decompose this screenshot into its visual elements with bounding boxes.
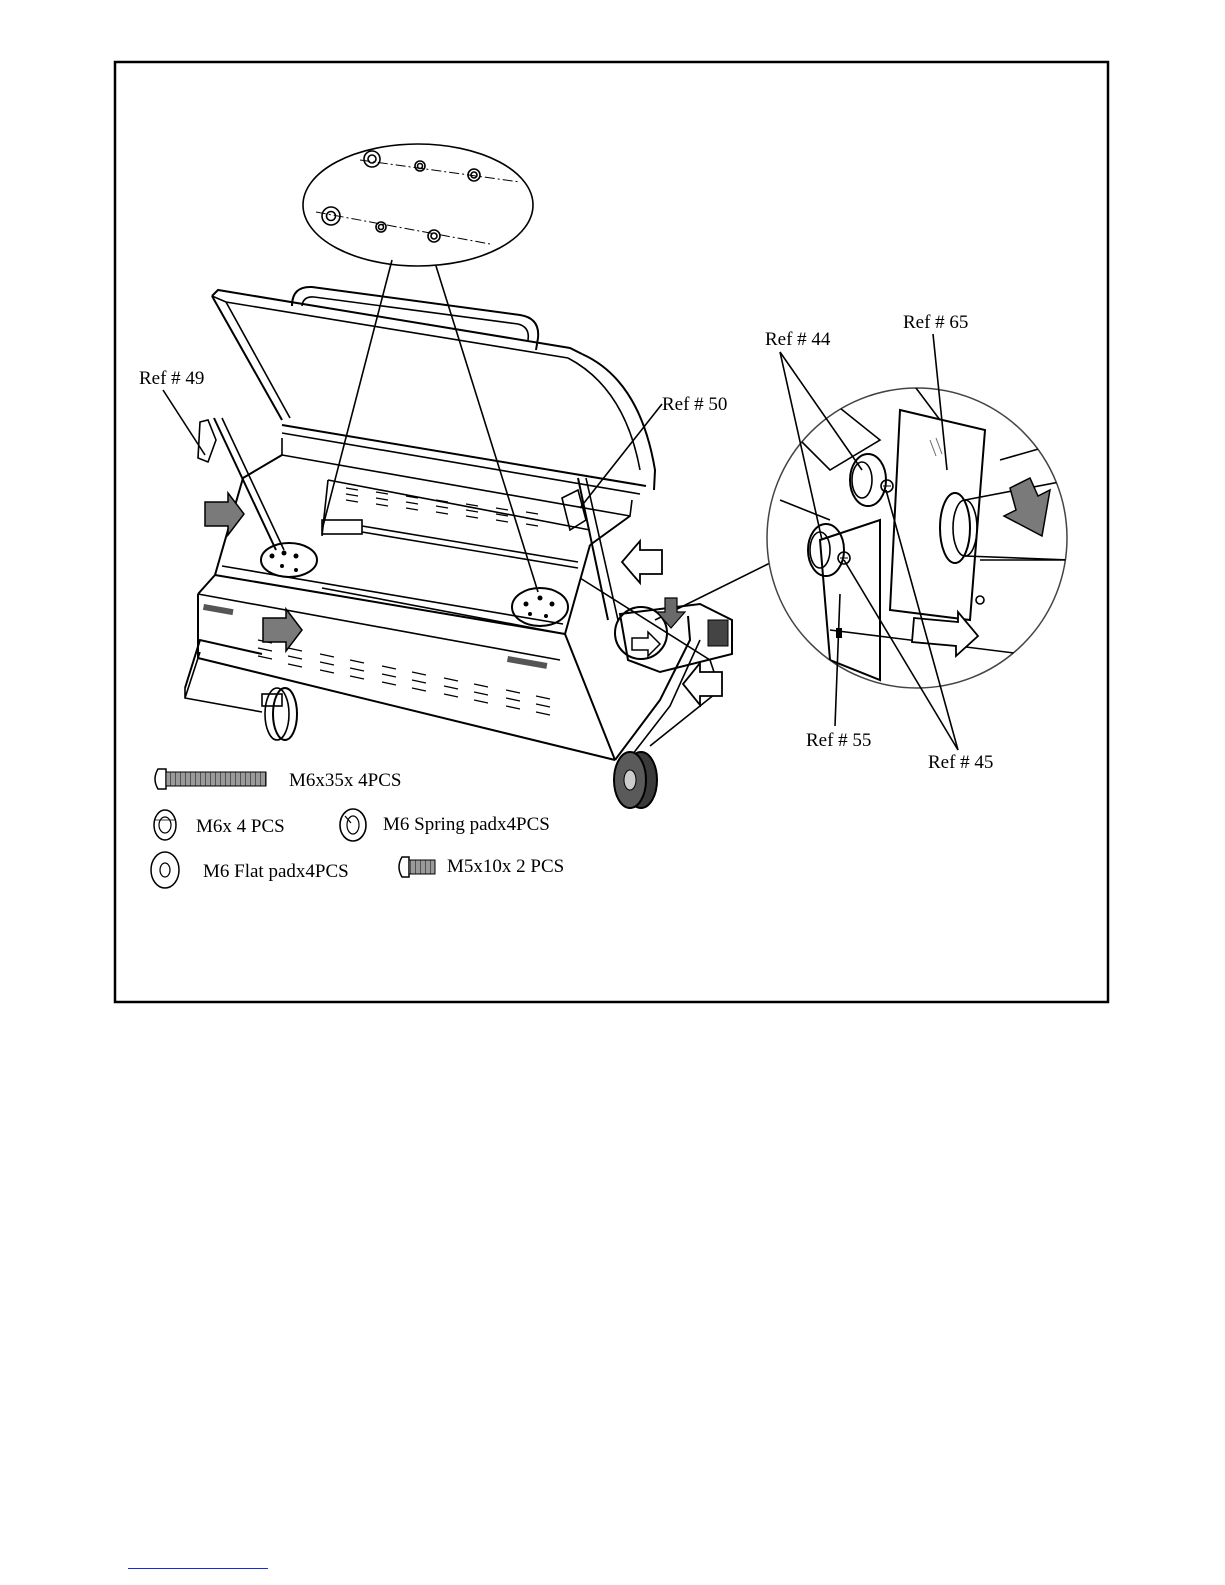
front-wheel [614, 752, 657, 808]
arrow-outline-icon [683, 663, 722, 705]
parts-list: M6x35x 4PCS M6x 4 PCS M6 Spring padx4PCS… [151, 769, 564, 888]
ref-65-label: Ref # 65 [903, 312, 968, 333]
left-holes-ellipse [261, 543, 317, 577]
ref-45-label: Ref # 45 [928, 752, 993, 773]
arrow-icon [205, 493, 244, 535]
part-label: M6x35x 4PCS [289, 770, 401, 791]
footer-link-underline[interactable] [128, 1568, 268, 1569]
part-label: M6 Spring padx4PCS [383, 814, 550, 835]
arrow-outline-icon [632, 632, 660, 656]
part-label: M5x10x 2 PCS [447, 856, 564, 877]
ref-50-label: Ref # 50 [662, 394, 727, 415]
zoom-detail-circle [767, 380, 1070, 690]
spring-washer-icon [340, 809, 366, 841]
hex-nut-icon [154, 810, 176, 840]
part-label: M6x 4 PCS [196, 816, 285, 837]
arrow-outline-icon [622, 541, 662, 583]
rear-wheel [262, 688, 297, 740]
arrow-icon [657, 598, 685, 628]
flat-washer-icon [151, 852, 179, 888]
part-label: M6 Flat padx4PCS [203, 861, 349, 882]
arrow-icon [263, 609, 302, 651]
hardware-detail-ellipse [303, 144, 538, 592]
ref-55-label: Ref # 55 [806, 730, 871, 751]
short-bolt-icon [399, 857, 435, 877]
ref-44-label: Ref # 44 [765, 329, 831, 350]
grill-body [185, 287, 772, 808]
long-bolt-icon [155, 769, 266, 789]
ref-49-label: Ref # 49 [139, 368, 204, 389]
